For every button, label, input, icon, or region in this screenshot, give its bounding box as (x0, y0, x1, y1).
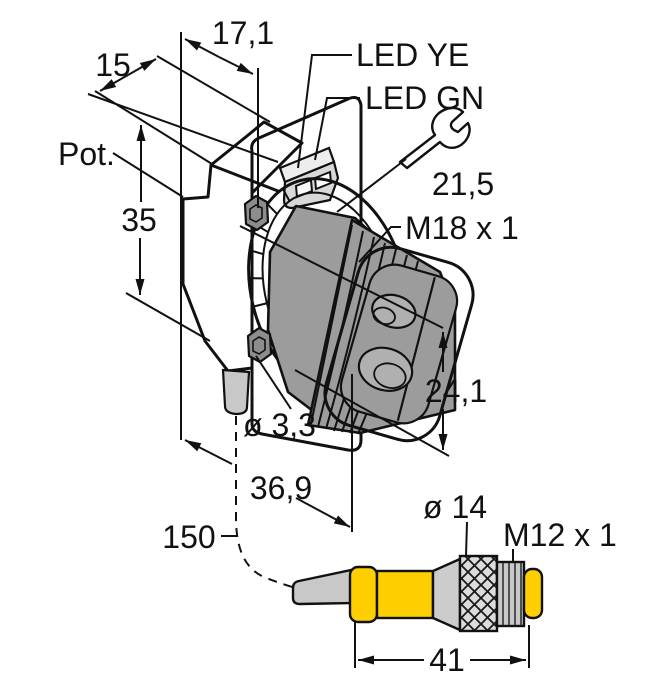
sensor-cable-stub (221, 368, 251, 416)
dim-36-9-label: 36,9 (250, 470, 312, 506)
connector-cable (291, 567, 358, 606)
connector-thread-section (495, 560, 526, 628)
wrench-icon (398, 106, 471, 170)
sensor-body (181, 96, 475, 452)
connector (291, 554, 544, 633)
dim-17-1: 17,1 (184, 15, 274, 75)
connector-boot-ring (348, 565, 379, 624)
housing-fold-line (209, 163, 280, 193)
hole-dia-label: ø 3,3 (243, 407, 316, 443)
annotations: 17,1 15 35 Pot. LED YE LED GN (58, 15, 617, 678)
dim-21-5-label: 21,5 (432, 166, 494, 202)
front-bezel (250, 96, 363, 452)
connector-dia-label: ø 14 (423, 489, 487, 525)
pot-label: Pot. (58, 136, 115, 172)
ext-line-35-bottom (125, 292, 211, 342)
dim-24-1: 24,1 (425, 332, 487, 450)
connector-boot-body (375, 569, 435, 620)
dim-35-label: 35 (121, 202, 157, 238)
m18-label: M18 x 1 (405, 210, 519, 246)
connector-tip (522, 567, 544, 620)
led-gn-callout: LED GN (314, 80, 484, 161)
led-yellow-cutout (294, 178, 314, 199)
dim-41-label: 41 (429, 642, 465, 678)
connector-cone (431, 557, 462, 632)
cable-length-label: 150 (162, 519, 215, 555)
dim-35: 35 (121, 125, 157, 295)
dim-15: 15 (95, 47, 157, 92)
sensor-lens-upper (371, 293, 417, 329)
dim-17-1-label: 17,1 (212, 15, 274, 51)
mounting-hole-bottom (246, 326, 273, 364)
cable-length-callout: 150 (162, 519, 237, 555)
m12-callout: M12 x 1 (503, 517, 617, 562)
connector-knurl (458, 554, 499, 633)
dim-36-9: 36,9 (184, 439, 351, 528)
ext-line-24-bottom (294, 369, 450, 457)
m12-label: M12 x 1 (503, 517, 617, 553)
ext-line-15-upper (156, 55, 271, 123)
hole-dia-callout: ø 3,3 (243, 355, 316, 443)
dim-24-1-label: 24,1 (425, 373, 487, 409)
led-ye-callout: LED YE (297, 37, 469, 169)
cable-dashed-path (235, 416, 297, 589)
sensor-face (323, 245, 475, 443)
wrench-callout: 21,5 (336, 106, 494, 213)
pot-callout: Pot. (58, 136, 184, 198)
led-gn-label: LED GN (365, 80, 484, 116)
ext-line-notch (94, 90, 213, 165)
connector-dia-callout: ø 14 (423, 489, 487, 557)
led-ye-label: LED YE (356, 37, 469, 73)
sensor-lens-lower (357, 346, 414, 392)
dim-41: 41 (354, 622, 530, 678)
dim-15-label: 15 (95, 47, 131, 83)
ext-line-24-top (239, 225, 444, 329)
mounting-hole-top (243, 194, 270, 232)
m18-callout: M18 x 1 (358, 210, 519, 263)
